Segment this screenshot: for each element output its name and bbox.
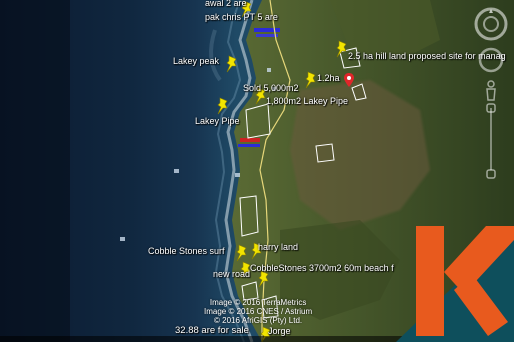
pushpin-icon[interactable] (256, 270, 272, 288)
zoom-slider-icon[interactable] (486, 103, 496, 179)
pushpin-icon[interactable] (334, 40, 350, 58)
label-harry-land[interactable]: harry land (258, 242, 299, 252)
credit-cnes: Image © 2016 CNES / Astrium (204, 307, 313, 316)
status-bar (0, 336, 514, 342)
watermark-logo (396, 226, 514, 342)
pushpin-icon[interactable] (224, 55, 240, 73)
pushpin-icon[interactable] (253, 87, 269, 105)
label-pak-chris[interactable]: pak chris PT 5 are (205, 12, 278, 22)
pushpin-icon[interactable] (215, 97, 231, 115)
look-control-icon[interactable] (478, 47, 504, 73)
credit-afrigis: © 2016 AfriGIS (Pty) Ltd. (214, 316, 303, 325)
credit-terrametrics: Image © 2016 TerraMetrics (209, 298, 307, 307)
red-placemark-icon[interactable] (344, 73, 354, 87)
pushpin-icon[interactable] (234, 244, 250, 262)
label-new-road[interactable]: new road (213, 269, 251, 279)
compass-icon[interactable] (474, 7, 508, 41)
pushpin-icon[interactable] (303, 71, 319, 89)
street-view-icon[interactable] (486, 80, 496, 101)
label-jorge[interactable]: Jorge (268, 326, 291, 336)
label-lakey-peak[interactable]: Lakey peak (173, 56, 220, 66)
label-cobble-stones-surf[interactable]: Cobble Stones surf (148, 246, 225, 256)
navigation-controls[interactable] (474, 4, 508, 184)
label-cobblestones-plot[interactable]: CobbleStones 3700m2 60m beach f (250, 263, 394, 273)
pushpin-icon[interactable] (239, 0, 255, 18)
label-lakey-pipe-plot[interactable]: 1,800m2 Lakey Pipe (266, 96, 349, 106)
label-sold[interactable]: Sold 5,000m2 (243, 83, 299, 93)
label-1-2ha[interactable]: 1.2ha (317, 73, 340, 83)
label-awal[interactable]: awal 2 are (205, 0, 247, 8)
label-lakey-pipe[interactable]: Lakey Pipe (195, 116, 240, 126)
imagery-credits: Image © 2016 TerraMetrics Image © 2016 C… (204, 298, 312, 325)
label-for-sale[interactable]: 32.88 are for sale (175, 325, 249, 336)
label-hill-land[interactable]: 2.5 ha hill land proposed site for manag (348, 51, 506, 61)
pushpin-icon[interactable] (238, 261, 254, 279)
pushpin-icon[interactable] (249, 242, 265, 260)
